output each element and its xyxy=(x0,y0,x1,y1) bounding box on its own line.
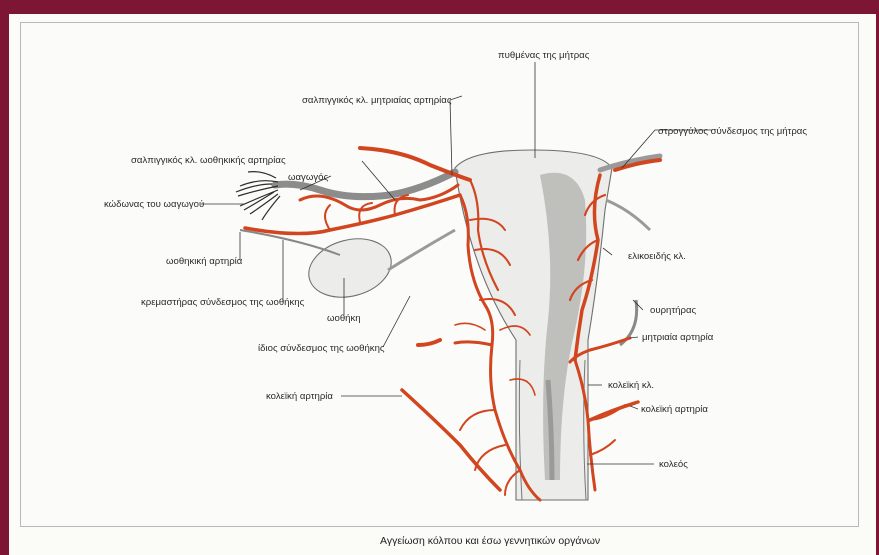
label-ovary: ωοθήκη xyxy=(327,313,361,324)
label-oviduct: ωαγωγός xyxy=(288,172,328,183)
label-suspensory-ligament: κρεμαστήρας σύνδεσμος της ωοθήκης xyxy=(141,297,305,308)
label-fundus: πυθμένας της μήτρας xyxy=(498,50,590,61)
label-ovarian-ligament: ίδιος σύνδεσμος της ωοθήκης xyxy=(258,343,385,354)
label-ovarian-artery: ωοθηκική αρτηρία xyxy=(166,256,243,267)
label-vaginal-artery-right: κολεϊκή αρτηρία xyxy=(641,404,708,415)
label-vaginal-branch: κολεϊκή κλ. xyxy=(608,380,654,391)
uterus xyxy=(455,150,612,500)
label-fimbria: κώδωνας του ωαγωγού xyxy=(104,199,204,210)
label-vagina: κολεός xyxy=(659,459,688,470)
label-tubal-uterine: σαλπιγγικός κλ. μητριαίας αρτηρίας xyxy=(302,95,452,106)
label-tubal-ovarian: σαλπιγγικός κλ. ωοθηκικής αρτηρίας xyxy=(131,155,286,166)
labels: πυθμένας της μήτρας σαλπιγγικός κλ. μητρ… xyxy=(104,50,807,470)
label-vaginal-artery-left: κολεϊκή αρτηρία xyxy=(266,391,333,402)
label-ureter: ουρητήρας xyxy=(650,305,697,316)
label-round-ligament: στρογγύλος σύνδεσμος της μήτρας xyxy=(658,126,807,137)
fimbria-icon xyxy=(236,172,280,220)
ovary xyxy=(302,230,398,306)
figure-caption: Αγγείωση κόλπου και έσω γεννητικών οργάν… xyxy=(380,535,600,547)
label-helicine: ελικοειδής κλ. xyxy=(628,251,686,262)
label-uterine-artery: μητριαία αρτηρία xyxy=(642,332,714,343)
